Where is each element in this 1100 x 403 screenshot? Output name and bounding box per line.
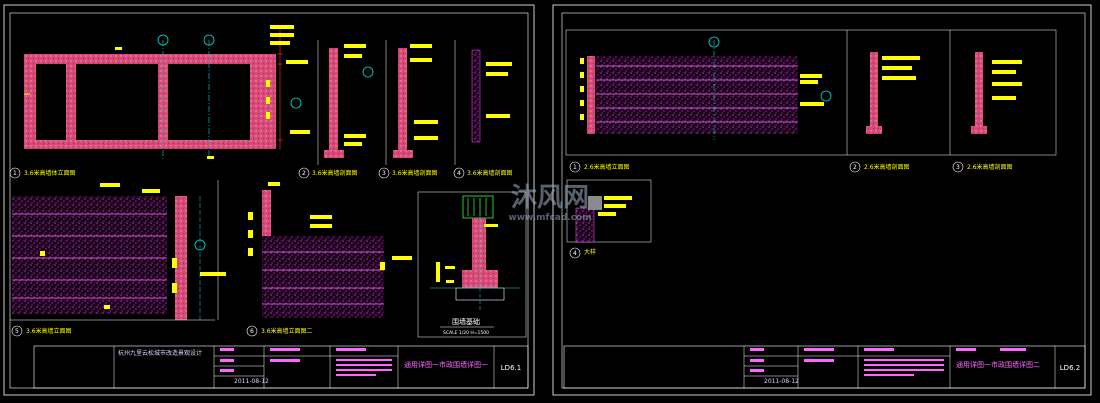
view-1-title: 3.6米高墙体立面图 <box>24 169 76 177</box>
sheet2-view-4-title: 大样 <box>584 248 596 256</box>
sheet-1-date: 2011-08-12 <box>234 378 269 385</box>
sheet2-view-2-number: 2 <box>853 164 857 171</box>
view-4-title: 3.6米高墙剖面图 <box>467 169 513 177</box>
sheet-2-date: 2011-08-12 <box>764 378 799 385</box>
view-1-number: 1 <box>13 170 17 177</box>
leader-labels-right <box>266 25 310 134</box>
project-name: 杭州九里云松城市改造景观设计 <box>118 349 202 357</box>
watermark: 沐风网 www.mfcad.com <box>508 183 591 223</box>
view-6-title: 3.6米高墙立面图二 <box>261 327 313 335</box>
view-6-hatch-panel <box>262 236 384 318</box>
view-labels-row1: 1 3.6米高墙体立面图 2 3.6米高墙剖面图 3 3.6米高墙剖面图 4 3… <box>9 167 513 179</box>
view-5-hatch-panel <box>12 196 167 314</box>
watermark-brand: 沐风网 <box>511 183 589 213</box>
sheet2-view-2-section <box>866 52 920 134</box>
wall-top-band <box>24 54 276 64</box>
sheet2-view-4-number: 4 <box>573 250 577 257</box>
axis-bubble-1 <box>157 34 169 46</box>
sheet-2-number: LD6.2 <box>1060 364 1080 372</box>
sheet2-view-3-section <box>971 52 1022 134</box>
view-6-elevation: 6 3.6米高墙立面图二 <box>217 180 412 337</box>
watermark-url: www.mfcad.com <box>508 213 591 223</box>
bottom-leader-tag <box>207 156 214 159</box>
view-2-number: 2 <box>302 170 306 177</box>
view-6-number: 6 <box>250 328 254 335</box>
foundation-title: 围墙基础 <box>452 317 480 326</box>
section-3-footing <box>393 150 413 158</box>
sheet2-view-3-number: 3 <box>956 164 960 171</box>
view-4-number: 4 <box>457 170 461 177</box>
sheet-1-number: LD6.1 <box>501 364 521 372</box>
sheet-1-border <box>3 4 535 396</box>
sheet2-view-2-title: 2.6米高墙剖面图 <box>864 163 910 171</box>
wall-pier-right <box>250 64 266 149</box>
view-4-section <box>454 40 512 165</box>
view-2-section <box>317 40 374 165</box>
axis-bubble-2 <box>203 34 215 46</box>
sheet2-view-1-number: 1 <box>573 164 577 171</box>
sheet-1: 1 3.6米高墙体立面图 2 3.6米高墙剖面图 3 3.6米高墙剖面图 4 3… <box>3 4 535 396</box>
sheet2-view-1-elevation <box>565 29 1057 156</box>
sheet-2-drawing-title: 通用详图一市政围墙详图二 <box>956 360 1040 369</box>
wall-pier-mid1 <box>66 64 76 149</box>
dimension-chain-right <box>277 30 283 150</box>
view-3-section <box>385 40 438 165</box>
top-leader-tag <box>115 47 122 50</box>
foundation-detail: 围墙基础 SCALE 1/20 H=1500 <box>417 191 527 338</box>
view-5-title: 3.6米高墙立面图 <box>26 327 72 335</box>
sheet-1-drawing-title: 通用详图一市政围墙详图一 <box>404 360 488 369</box>
sheet2-view-1-title: 2.6米高墙立面图 <box>584 163 630 171</box>
section-4-wall <box>471 49 481 143</box>
sheet2-view-labels: 1 2.6米高墙立面图 2 2.6米高墙剖面图 3 2.6米高墙剖面图 <box>569 161 1013 173</box>
titleblock-sheet-1: 杭州九里云松城市改造景观设计 2011-08-12 通用详图一市政围墙详图一 L… <box>33 345 529 389</box>
view-1-elevation <box>24 25 310 160</box>
section-bubble <box>290 97 302 109</box>
sheet-2: 1 2.6米高墙立面图 2 2.6米高墙剖面图 3 2.6米高墙剖面图 4 大样 <box>552 4 1092 396</box>
view-3-number: 3 <box>382 170 386 177</box>
sheet-2-border <box>552 4 1092 396</box>
wall-bottom-band <box>24 140 276 149</box>
section-2-wall <box>329 48 338 158</box>
section-2-footing <box>324 150 344 158</box>
wall-pier-left <box>24 64 36 149</box>
section-3-wall <box>398 48 407 158</box>
foundation-subtitle: SCALE 1/20 H=1500 <box>443 330 489 336</box>
view-3-title: 3.6米高墙剖面图 <box>392 169 438 177</box>
view-2-title: 3.6米高墙剖面图 <box>312 169 358 177</box>
view-5-number: 5 <box>15 328 19 335</box>
titleblock-sheet-2: 2011-08-12 通用详图一市政围墙详图二 LD6.2 <box>563 345 1086 389</box>
sheet2-view-3-title: 2.6米高墙剖面图 <box>967 163 1013 171</box>
sheet2-view-4-detail: 4 大样 <box>566 179 652 259</box>
view-5-elevation: 5 3.6米高墙立面图 <box>10 183 226 337</box>
